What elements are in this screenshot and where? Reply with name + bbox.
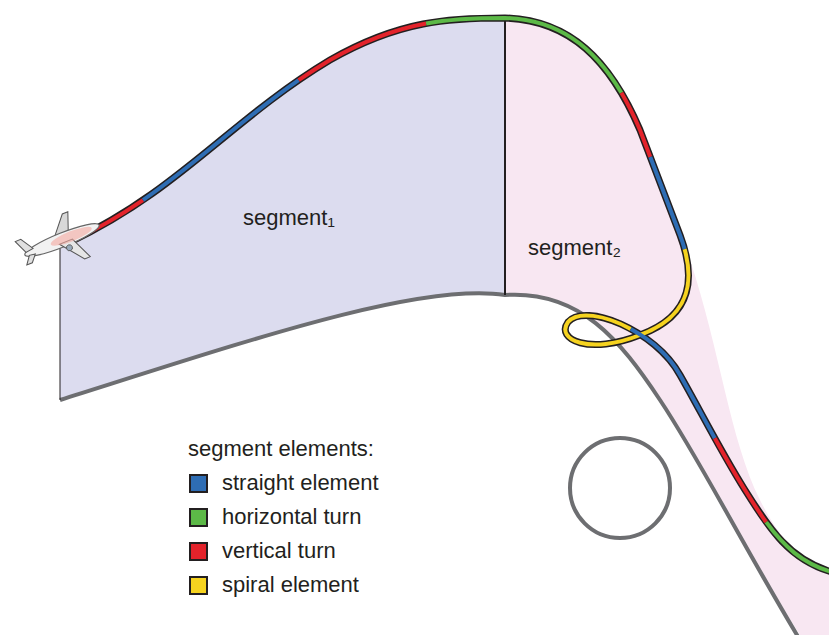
path-element [70, 18, 829, 572]
legend-swatch [189, 508, 208, 527]
path-element [70, 18, 829, 572]
segment-label: segment₂ [528, 235, 621, 261]
legend-swatch [189, 474, 208, 493]
segment-divider [504, 18, 506, 295]
path-element [70, 18, 829, 572]
legend-text: straight element [222, 470, 379, 496]
path-element [70, 18, 829, 572]
path-element [70, 18, 829, 572]
legend-text: vertical turn [222, 538, 336, 564]
airplane-icon [12, 203, 109, 281]
path-element [70, 18, 829, 572]
legend-text: spiral element [222, 572, 359, 598]
flight-path [70, 18, 829, 572]
ground-edge [60, 293, 800, 635]
path-element [70, 18, 829, 572]
path-element [70, 18, 829, 572]
legend-title: segment elements: [188, 436, 374, 462]
segment-label: segment₁ [243, 205, 335, 231]
segment-edge [60, 240, 61, 400]
legend-text: horizontal turn [222, 504, 361, 530]
ground-loop [570, 438, 670, 538]
path-outline [70, 18, 829, 572]
legend-swatch [189, 576, 208, 595]
path-element [70, 18, 829, 572]
legend-swatch [189, 542, 208, 561]
path-element [70, 18, 829, 572]
